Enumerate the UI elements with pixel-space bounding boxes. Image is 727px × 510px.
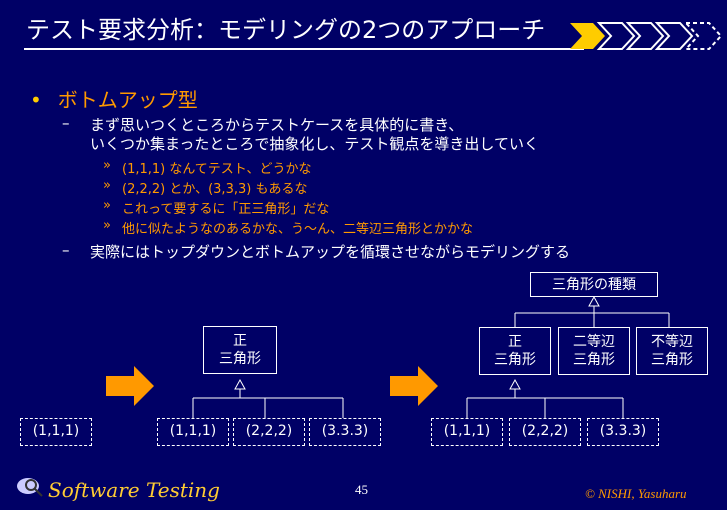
bullet-dot-icon: •	[30, 88, 42, 112]
triangle-type-root-box: 三角形の種類	[530, 272, 658, 297]
chevron-2	[596, 22, 636, 50]
sub1-line1: まず思いつくところからテストケースを具体的に書き、	[90, 116, 464, 134]
footer-logo-text: Software Testing	[48, 478, 220, 502]
sub2-text: 実際にはトップダウンとボトムアップを循環させながらモデリングする	[90, 243, 571, 261]
triangle-arrow-icon	[588, 295, 600, 307]
sub1-line2: いくつか集まったところで抽象化し、テスト観点を導き出していく	[90, 135, 539, 153]
copyright: © NISHI, Yasuharu	[585, 486, 687, 501]
triangle-arrow-icon	[509, 378, 521, 390]
chevron-1	[570, 23, 605, 49]
category-label: 不等辺	[651, 334, 693, 350]
example-4: 他に似たようなのあるかな、う～ん、二等辺三角形とかかな	[122, 222, 474, 237]
category-box-isosceles: 二等辺 三角形	[558, 327, 630, 375]
test-case-box: (3.3.3)	[309, 418, 381, 446]
chevron-4	[654, 22, 694, 50]
category-label: 三角形	[494, 352, 536, 368]
test-case-box: (1,1,1)	[157, 418, 229, 446]
magnifier-logo-icon	[17, 478, 43, 497]
example-chevron-icon: »	[103, 218, 111, 233]
main-bullet: • ボトムアップ型	[30, 84, 198, 113]
test-case-box: (2,2,2)	[509, 418, 581, 446]
category-label: 正	[233, 333, 247, 349]
example-3: これって要するに「正三角形」だな	[122, 202, 330, 217]
progress-chevrons	[570, 22, 723, 50]
example-chevron-icon: »	[103, 198, 111, 213]
chevron-3	[625, 22, 665, 50]
orange-arrow-icon	[106, 366, 154, 406]
test-case-box: (2,2,2)	[233, 418, 305, 446]
example-chevron-icon: »	[103, 158, 111, 173]
category-label: 二等辺	[573, 334, 615, 350]
category-label: 正	[508, 334, 522, 350]
example-chevron-icon: »	[103, 178, 111, 193]
dash-icon: –	[62, 241, 70, 259]
category-box-equilateral: 正 三角形	[203, 326, 277, 374]
category-label: 三角形	[219, 351, 261, 367]
main-bullet-text: ボトムアップ型	[57, 88, 198, 112]
page-number: 45	[355, 482, 368, 497]
orange-arrow-icon	[390, 366, 438, 406]
dash-icon: –	[62, 114, 70, 132]
example-1: (1,1,1) なんてテスト、どうかな	[122, 162, 312, 177]
category-box-scalene: 不等辺 三角形	[636, 327, 708, 375]
category-box-equilateral: 正 三角形	[479, 327, 551, 375]
category-label: 三角形	[651, 352, 693, 368]
title-rule	[24, 48, 584, 50]
category-label: 三角形	[573, 352, 615, 368]
test-case-box: (3.3.3)	[587, 418, 659, 446]
test-case-box: (1,1,1)	[20, 418, 92, 446]
chevron-5	[683, 22, 723, 50]
test-case-box: (1,1,1)	[431, 418, 503, 446]
triangle-arrow-icon	[234, 378, 246, 390]
slide-title: テスト要求分析：モデリングの2つのアプローチ	[26, 16, 546, 44]
example-2: (2,2,2) とか、(3,3,3) もあるな	[122, 182, 308, 197]
